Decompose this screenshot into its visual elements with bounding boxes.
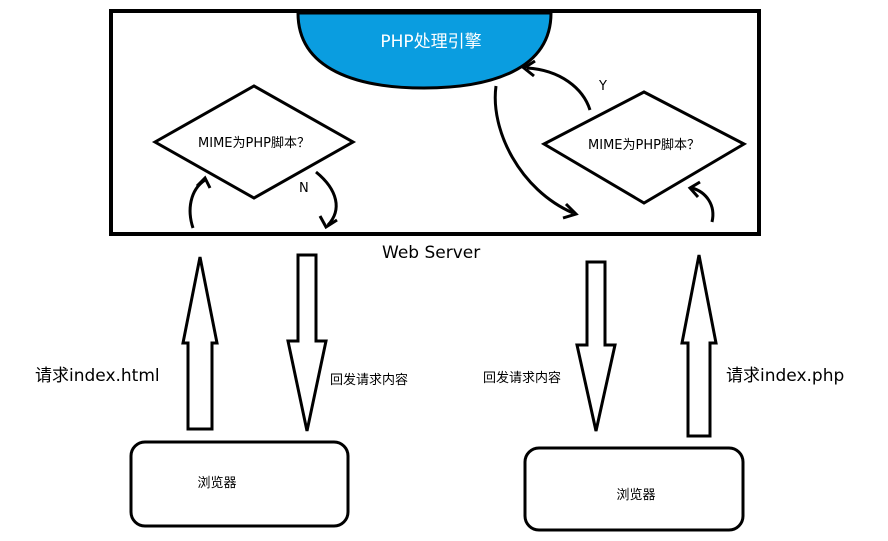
left-decision-label: MIME为PHP脚本？ [198, 135, 310, 151]
web-server-label: Web Server [382, 243, 480, 263]
no-branch-arrow [315, 170, 338, 227]
right-decision-label: MIME为PHP脚本？ [588, 137, 700, 153]
left-browser-box [129, 440, 350, 528]
right-response-label: 回发请求内容 [483, 370, 561, 386]
right-request-label: 请求index.php [726, 366, 844, 386]
right-decision-diamond [540, 90, 748, 205]
yes-branch-arrow [526, 66, 592, 111]
no-branch-arrowhead [318, 215, 338, 230]
php-engine-shape [296, 11, 553, 90]
yes-branch-label: Y [598, 79, 607, 94]
left-request-block-arrow [181, 256, 219, 431]
left-response-block-arrow [286, 253, 328, 432]
right-curve-arrowhead [687, 180, 701, 198]
left-request-label: 请求index.html [35, 366, 160, 386]
left-response-label: 回发请求内容 [330, 372, 408, 388]
no-branch-label: N [299, 181, 309, 196]
engine-to-response-arrow [493, 85, 574, 215]
right-browser-box [523, 446, 745, 532]
right-response-block-arrow [575, 260, 617, 432]
left-curve-arrow-into-diamond [188, 178, 206, 229]
php-engine-label: PHP处理引擎 [380, 32, 481, 52]
right-curve-arrow-into-diamond [691, 186, 715, 223]
engine-to-response-arrowhead [562, 202, 579, 220]
left-curve-arrowhead [195, 175, 212, 189]
left-decision-diamond [151, 84, 357, 200]
left-browser-label: 浏览器 [197, 475, 236, 491]
right-request-block-arrow [680, 254, 718, 438]
web-server-box [109, 9, 761, 236]
yes-branch-arrowhead [521, 59, 536, 78]
right-browser-label: 浏览器 [616, 487, 655, 503]
